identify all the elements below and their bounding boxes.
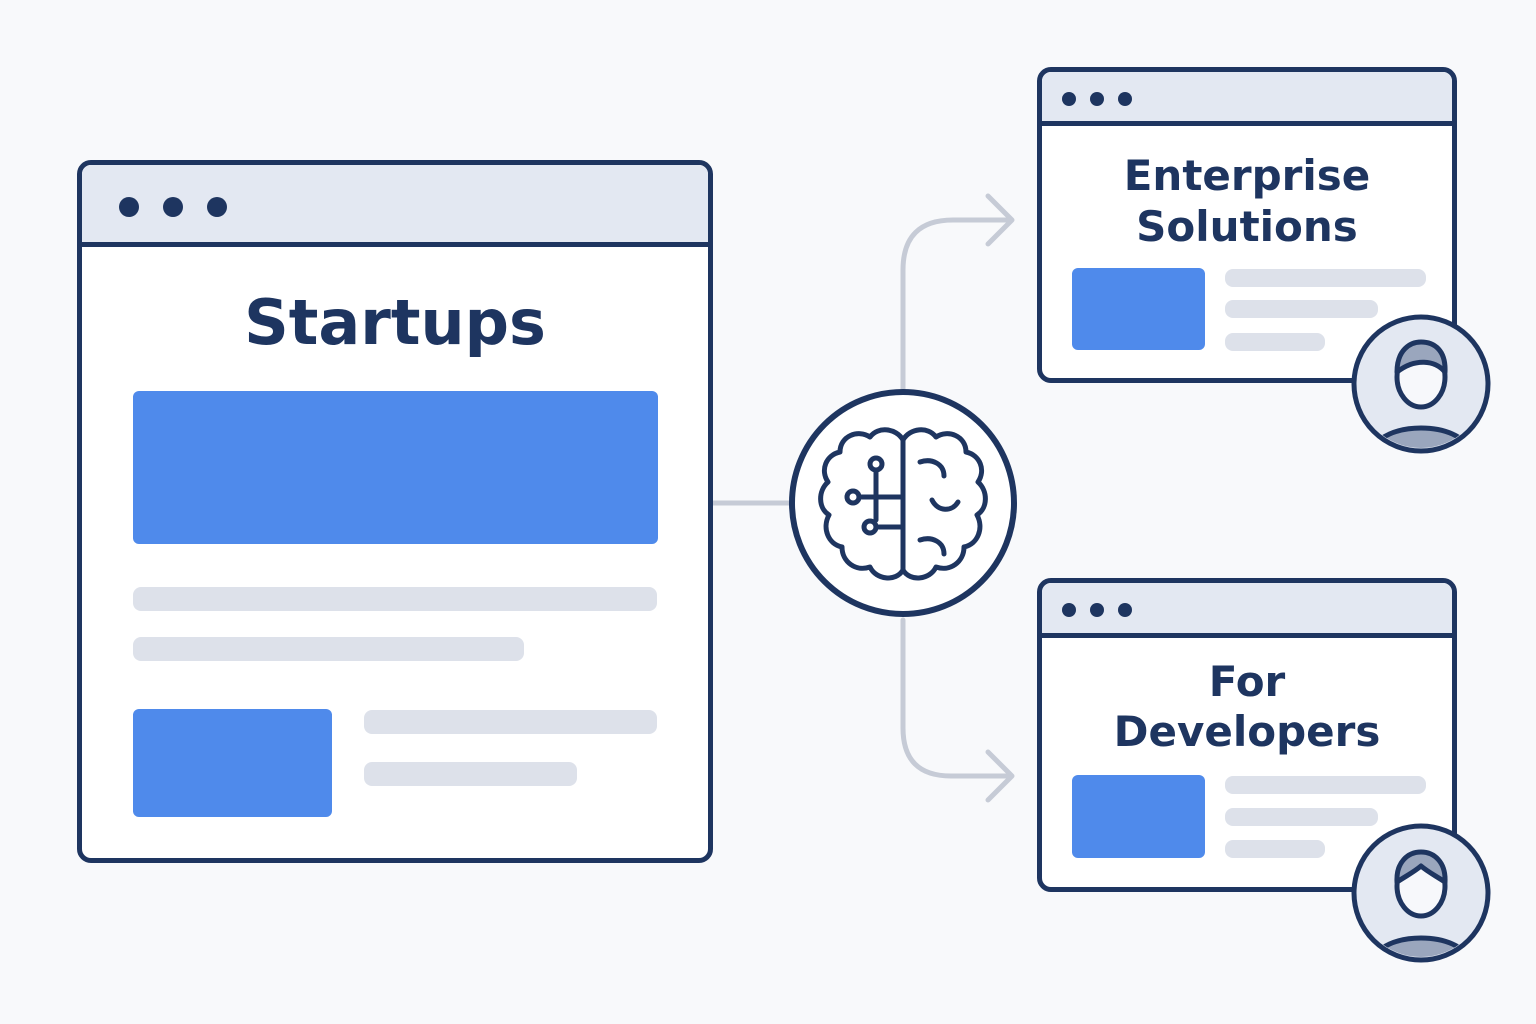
startups-window: Startups xyxy=(77,160,713,863)
brain-circuit-icon xyxy=(818,427,988,581)
text-line-placeholder xyxy=(133,637,524,661)
window-dot xyxy=(1118,92,1132,106)
text-line-placeholder xyxy=(1225,776,1426,794)
window-dot xyxy=(207,197,227,217)
window-dot xyxy=(1062,92,1076,106)
arrow-right-icon xyxy=(985,749,1015,803)
text-line-placeholder xyxy=(1225,333,1325,351)
text-line-placeholder xyxy=(1225,840,1325,858)
hero-block xyxy=(133,391,658,544)
developers-title-line1: For xyxy=(1208,657,1286,706)
enterprise-title-line1: Enterprise xyxy=(1123,151,1371,200)
window-titlebar xyxy=(1042,583,1452,638)
developers-title-line2: Developers xyxy=(1113,707,1381,756)
window-dot xyxy=(1090,603,1104,617)
text-line-placeholder xyxy=(133,587,657,611)
text-line-placeholder xyxy=(364,762,577,786)
image-block xyxy=(1072,775,1205,858)
connector-hub-to-enterprise xyxy=(900,217,1013,393)
enterprise-title-line2: Solutions xyxy=(1136,202,1358,251)
window-dot xyxy=(1118,603,1132,617)
user-avatar-icon xyxy=(1369,849,1473,957)
arrow-right-icon xyxy=(985,193,1015,247)
developer-user-avatar xyxy=(1351,823,1491,963)
developers-title: For Developers xyxy=(1042,657,1452,757)
image-block xyxy=(1072,268,1205,350)
image-block xyxy=(133,709,332,817)
window-dot xyxy=(1062,603,1076,617)
window-titlebar xyxy=(1042,72,1452,126)
enterprise-user-avatar xyxy=(1351,314,1491,454)
text-line-placeholder xyxy=(1225,300,1378,318)
text-line-placeholder xyxy=(364,710,657,734)
startups-title: Startups xyxy=(244,286,546,359)
text-line-placeholder xyxy=(1225,269,1426,287)
enterprise-title: Enterprise Solutions xyxy=(1042,150,1452,252)
window-titlebar xyxy=(82,165,708,247)
connector-hub-to-developers xyxy=(900,617,1013,779)
text-line-placeholder xyxy=(1225,808,1378,826)
window-dot xyxy=(163,197,183,217)
window-dot xyxy=(119,197,139,217)
enterprise-window: Enterprise Solutions xyxy=(1037,67,1457,383)
window-dot xyxy=(1090,92,1104,106)
